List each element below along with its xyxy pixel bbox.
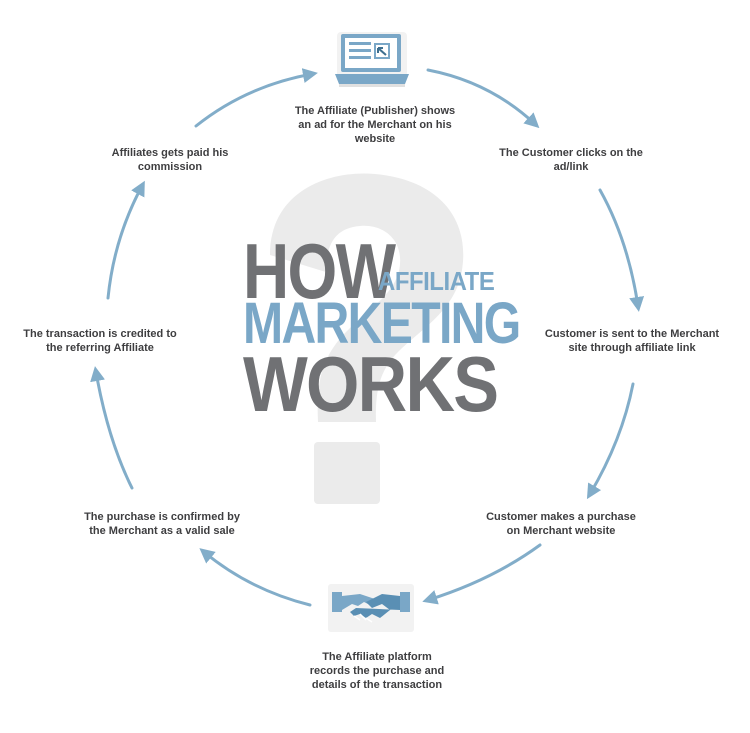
- title-works: WORKS: [243, 340, 499, 428]
- title-how: HOW: [243, 227, 396, 315]
- step-2-customer-clicks: The Customer clicks on the ad/link: [499, 147, 643, 173]
- title-affiliate: AFFILIATE: [378, 266, 495, 296]
- arrow-2: [598, 188, 645, 312]
- step-4-customer-purchases: Customer makes a purchase on Merchant we…: [486, 511, 636, 537]
- step-8-affiliate-paid: Affiliates gets paid his commission: [111, 147, 229, 173]
- step-1-affiliate-shows-ad: The Affiliate (Publisher) shows an ad fo…: [294, 105, 456, 145]
- arrow-7: [106, 180, 145, 300]
- laptop-icon: [335, 32, 409, 87]
- arrow-5: [199, 548, 312, 607]
- step-3-sent-to-merchant: Customer is sent to the Merchant site th…: [544, 328, 720, 354]
- step-6-purchase-confirmed: The purchase is confirmed by the Merchan…: [84, 511, 240, 537]
- step-7-transaction-credited: The transaction is credited to the refer…: [23, 328, 177, 354]
- arrow-3: [586, 382, 635, 500]
- title-marketing: MARKETING: [243, 291, 521, 356]
- arrow-6: [90, 366, 134, 490]
- question-mark-icon: [270, 173, 464, 504]
- step-5-platform-records: The Affiliate platform records the purch…: [309, 651, 445, 691]
- arrow-4: [422, 543, 542, 605]
- arrow-1: [426, 68, 540, 129]
- arrow-8: [194, 68, 318, 128]
- handshake-icon: [328, 584, 414, 632]
